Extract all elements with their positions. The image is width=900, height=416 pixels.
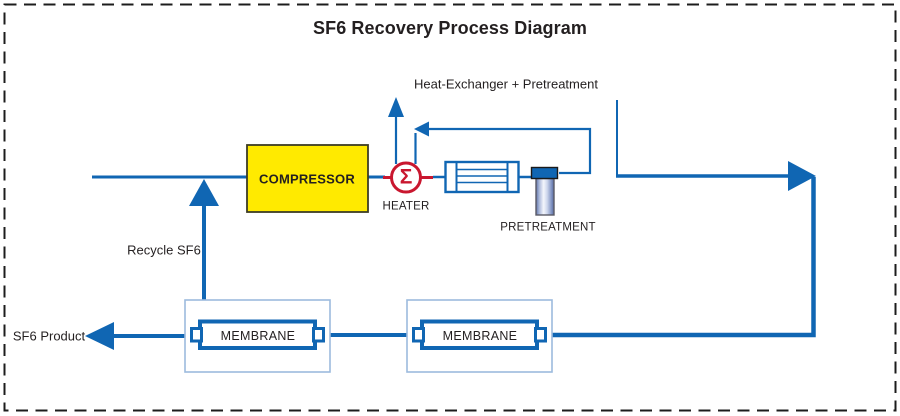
pretreatment-return-loop <box>429 127 592 175</box>
pretreatment-label: PRETREATMENT <box>500 221 596 234</box>
sf6-product-label: SF6 Product <box>12 328 86 344</box>
membrane-left-port-left <box>190 327 203 343</box>
heat-exchanger-symbol <box>444 160 520 194</box>
product-arrowhead <box>85 322 114 350</box>
pretreatment-cap <box>530 166 559 180</box>
membrane-right-port-left <box>412 327 425 343</box>
membrane-left-port-right <box>312 327 325 343</box>
membrane-unit-right <box>406 299 553 373</box>
heater-symbol <box>383 161 433 194</box>
pretreatment-symbol <box>530 166 559 216</box>
diagram-border <box>3 3 897 412</box>
process-lines <box>92 100 816 338</box>
compressor-label: COMPRESSOR <box>259 171 355 187</box>
membrane-left-element <box>198 319 317 350</box>
page-title: SF6 Recovery Process Diagram <box>313 18 587 38</box>
heater-label: HEATER <box>382 200 430 213</box>
recycle-arrowhead <box>189 179 219 206</box>
membrane-unit-left <box>184 299 331 373</box>
membrane-left-label: MEMBRANE <box>220 328 296 343</box>
right-downcomer-line <box>546 177 816 338</box>
forward-arrowhead <box>788 161 816 191</box>
heater-sigma-symbol: Σ <box>399 165 413 189</box>
recycle-sf6-label: Recycle SF6 <box>127 242 201 258</box>
pretreatment-cylinder <box>535 177 555 216</box>
membrane-right-label: MEMBRANE <box>442 328 518 343</box>
heat-exchanger-pretreatment-label: Heat-Exchanger + Pretreatment <box>414 76 598 92</box>
heater-circle <box>390 161 422 194</box>
compressor-box <box>246 144 369 213</box>
membrane-right-port-right <box>534 327 547 343</box>
return-arrowhead <box>414 121 429 137</box>
flow-arrowheads <box>85 97 816 350</box>
vent-arrowhead <box>388 97 404 117</box>
